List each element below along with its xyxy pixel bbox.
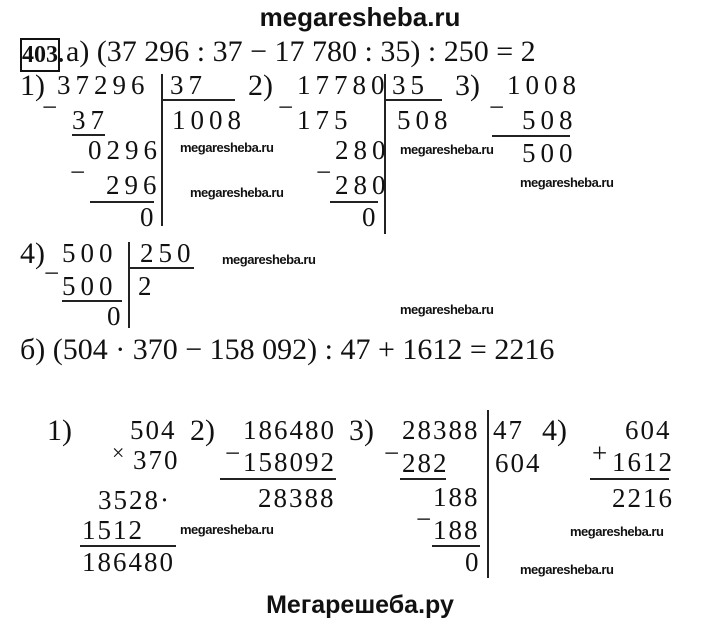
- step-label: 3): [455, 69, 480, 102]
- rule: [492, 135, 570, 137]
- watermark: megaresheba.ru: [400, 302, 494, 317]
- rule: [72, 134, 105, 136]
- watermark: megaresheba.ru: [400, 142, 494, 157]
- addend: 604: [625, 415, 672, 445]
- minuend: 1008: [507, 70, 581, 100]
- problem-number: 403.: [20, 38, 64, 72]
- difference: 500: [522, 138, 578, 168]
- minus-sign: −: [44, 258, 60, 288]
- divisor: 47: [493, 415, 524, 445]
- watermark: megaresheba.ru: [570, 524, 664, 539]
- rule: [90, 201, 154, 203]
- divisor: 37: [170, 70, 207, 100]
- rule: [590, 478, 669, 480]
- minus-sign: −: [316, 157, 332, 187]
- dividend: 37296: [57, 70, 150, 100]
- remainder: 0: [107, 301, 126, 331]
- minus-sign: −: [225, 438, 241, 468]
- step-label: 1): [20, 69, 45, 102]
- dividend: 500: [62, 238, 118, 268]
- partial: 280: [335, 135, 391, 165]
- partial: 175: [297, 105, 353, 135]
- sum: 2216: [612, 483, 674, 513]
- minus-sign: −: [42, 92, 58, 122]
- step-label: 4): [542, 414, 567, 447]
- division-bar: [487, 410, 489, 578]
- watermark: megaresheba.ru: [222, 252, 316, 267]
- minus-sign: −: [70, 157, 86, 187]
- watermark: megaresheba.ru: [190, 185, 284, 200]
- watermark: megaresheba.ru: [520, 175, 614, 190]
- partial-product: 1512: [82, 515, 144, 545]
- dividend: 28388: [402, 415, 480, 445]
- partial: 37: [72, 105, 109, 135]
- step-label: 1): [47, 414, 72, 447]
- equation-a: а) (37 296 : 37 − 17 780 : 35) : 250 = 2: [66, 35, 536, 68]
- step-label: 2): [248, 69, 273, 102]
- partial: 296: [106, 170, 162, 200]
- rule: [432, 545, 480, 547]
- factor: 370: [133, 445, 180, 475]
- minus-sign: −: [384, 438, 400, 468]
- divisor: 35: [392, 70, 429, 100]
- partial: 188: [433, 515, 480, 545]
- division-bar: [128, 242, 130, 328]
- rule: [62, 300, 122, 302]
- partial: 500: [62, 271, 118, 301]
- addend: 1612: [612, 447, 674, 477]
- product: 186480: [82, 547, 175, 577]
- quotient: 604: [495, 448, 542, 478]
- rule: [330, 201, 378, 203]
- watermark: megaresheba.ru: [180, 522, 274, 537]
- divisor-line: [128, 267, 194, 269]
- partial-product: 3528·: [98, 485, 171, 515]
- rule: [220, 478, 336, 480]
- minus-sign: −: [278, 92, 294, 122]
- division-bar: [161, 74, 163, 226]
- partial: 280: [335, 170, 391, 200]
- step-label: 3): [349, 414, 374, 447]
- divisor: 250: [140, 238, 196, 268]
- division-bar: [384, 74, 386, 234]
- factor: 504: [130, 415, 177, 445]
- remainder: 0: [465, 547, 481, 577]
- dividend: 17780: [297, 70, 390, 100]
- partial: 0296: [88, 135, 162, 165]
- minuend: 186480: [243, 415, 336, 445]
- watermark: megaresheba.ru: [520, 562, 614, 577]
- subtrahend: 508: [522, 105, 578, 135]
- quotient: 508: [397, 105, 453, 135]
- minus-sign: −: [489, 92, 505, 122]
- plus-sign: +: [592, 438, 608, 468]
- quotient: 1008: [172, 105, 246, 135]
- equation-b: б) (504 · 370 − 158 092) : 47 + 1612 = 2…: [20, 333, 555, 366]
- rule: [80, 545, 176, 547]
- step-label: 2): [190, 414, 215, 447]
- times-sign: ×: [112, 440, 125, 465]
- site-footer: Мегарешеба.ру: [266, 591, 454, 619]
- step-label: 4): [20, 237, 45, 270]
- remainder: 0: [140, 202, 159, 232]
- difference: 28388: [258, 483, 336, 513]
- site-header: megaresheba.ru: [259, 2, 461, 32]
- partial: 282: [402, 448, 449, 478]
- partial: 188: [433, 482, 480, 512]
- rule: [400, 478, 446, 480]
- subtrahend: 158092: [243, 447, 336, 477]
- remainder: 0: [362, 202, 381, 232]
- divisor-line: [161, 99, 235, 101]
- watermark: megaresheba.ru: [180, 140, 274, 155]
- minus-sign: −: [416, 504, 432, 534]
- quotient: 2: [138, 271, 157, 301]
- divisor-line: [384, 99, 442, 101]
